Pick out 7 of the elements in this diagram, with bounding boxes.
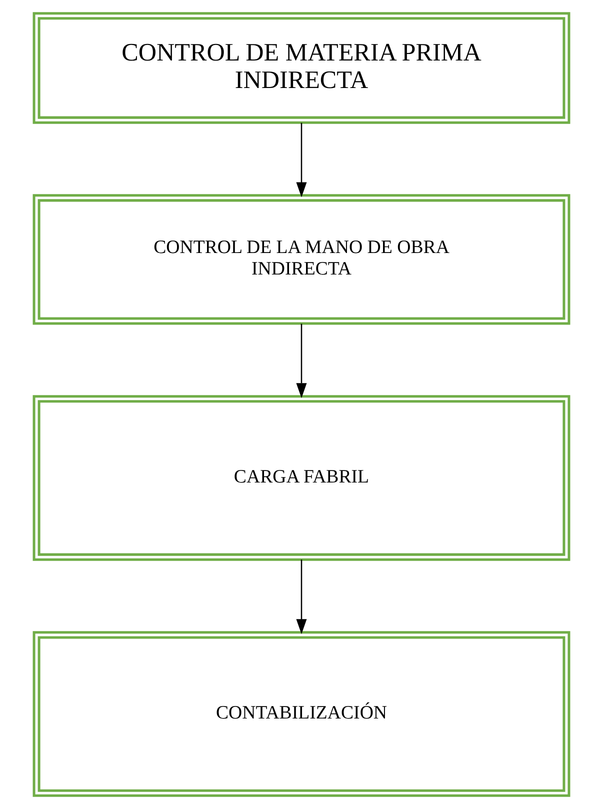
node-box: CONTROL DE LA MANO DE OBRA INDIRECTA xyxy=(32,194,570,325)
node-box: CARGA FABRIL xyxy=(32,395,570,561)
node-box: CONTABILIZACIÓN xyxy=(32,631,570,797)
node-box: CONTROL DE MATERIA PRIMA INDIRECTA xyxy=(32,12,570,124)
arrow xyxy=(296,122,307,198)
arrow xyxy=(296,560,307,634)
arrow xyxy=(296,324,307,398)
